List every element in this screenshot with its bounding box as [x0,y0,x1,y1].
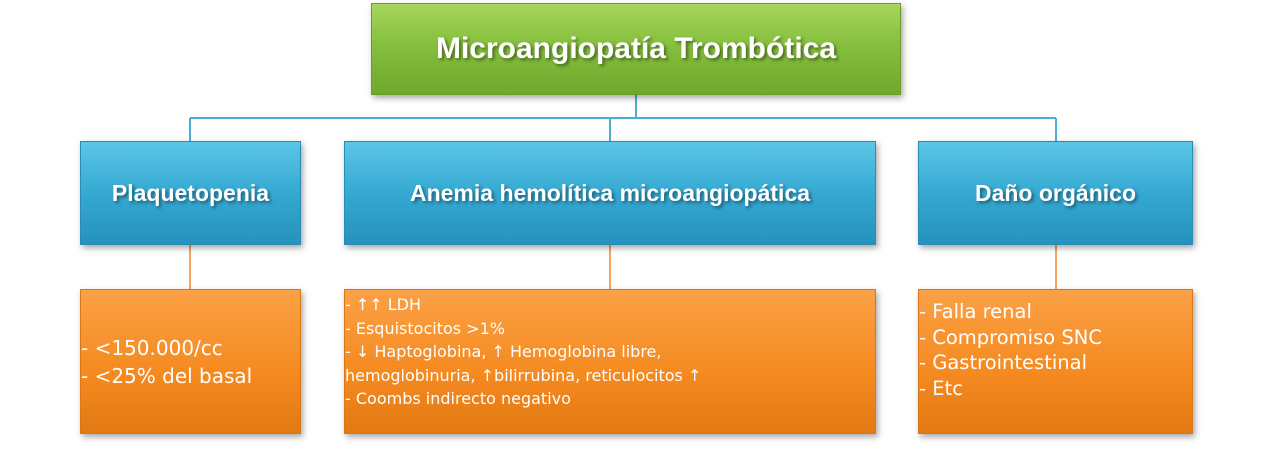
detail-item: - ↓ Haptoglobina, ↑ Hemoglobina libre, [345,342,662,361]
detail-item: - Coombs indirecto negativo [345,389,571,408]
details-box-dano-organico: - Falla renal - Compromiso SNC - Gastroi… [918,289,1193,434]
detail-item: - Compromiso SNC [919,325,1102,349]
category-box-dano-organico: Daño orgánico [918,141,1193,245]
details-box-anemia: - ↑↑ LDH - Esquistocitos >1% - ↓ Haptogl… [344,289,876,434]
detail-item: - <150.000/cc [81,335,223,360]
detail-item: - <25% del basal [81,363,253,388]
details-list-anemia: - ↑↑ LDH - Esquistocitos >1% - ↓ Haptogl… [345,293,875,411]
detail-item: hemoglobinuria, ↑bilirrubina, reticuloci… [345,365,702,385]
detail-item: - Gastrointestinal [919,351,1087,374]
details-list-dano-organico: - Falla renal - Compromiso SNC - Gastroi… [919,299,1192,401]
category-label-plaquetopenia: Plaquetopenia [111,179,270,206]
details-list-plaquetopenia: - <150.000/cc - <25% del basal [81,334,252,390]
category-label-dano-organico: Daño orgánico [974,179,1136,206]
category-box-anemia: Anemia hemolítica microangiopática [344,141,876,245]
detail-item: - Falla renal [919,300,1032,323]
detail-item: - ↑↑ LDH [345,295,422,314]
title-box: Microangiopatía Trombótica [371,3,901,95]
category-label-anemia: Anemia hemolítica microangiopática [409,179,811,206]
category-box-plaquetopenia: Plaquetopenia [80,141,301,245]
detail-item: - Etc [919,376,963,400]
detail-item: - Esquistocitos >1% [345,318,505,338]
details-box-plaquetopenia: - <150.000/cc - <25% del basal [80,289,301,434]
diagram-title: Microangiopatía Trombótica [435,32,837,65]
